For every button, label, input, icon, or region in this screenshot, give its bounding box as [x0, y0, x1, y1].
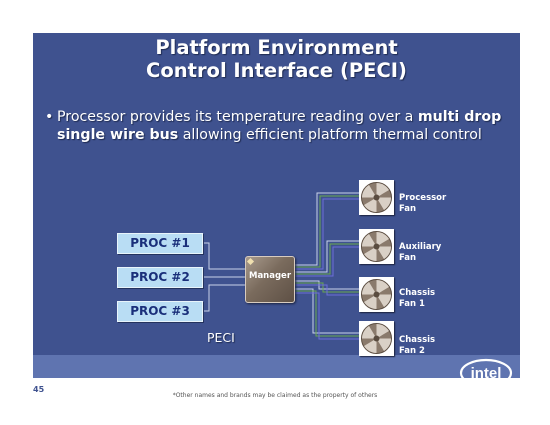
footnote: *Other names and brands may be claimed a…: [172, 392, 378, 399]
bus-label: PECI: [207, 330, 235, 345]
fan2-wire-blue: [293, 246, 359, 277]
fan-label-line-2: Fan 2: [399, 346, 425, 356]
bullet-point: •Processor provides its temperature read…: [45, 109, 507, 144]
manager-label: Manager: [248, 271, 292, 281]
fan-icon: [359, 321, 394, 356]
fan-label-auxiliary: Auxiliary Fan: [399, 242, 441, 264]
logo-text: intel: [471, 365, 502, 378]
fan1-wire-blue: [293, 198, 359, 270]
fan2-wire-white: [293, 240, 359, 273]
fan4-wire-white: [293, 288, 359, 334]
fan-label-line-2: Fan 1: [399, 299, 425, 309]
bullet-text-bold: multi drop single wire bus: [57, 109, 502, 143]
fan2-wire-green: [293, 243, 359, 275]
title-line-2: Control Interface (PECI): [146, 59, 407, 82]
bullet-marker: •: [45, 109, 54, 125]
bullet-text-after: allowing efficient platform thermal cont…: [178, 126, 482, 143]
proc-box-3: PROC #3: [117, 301, 203, 322]
fan-label-processor: Processor Fan: [399, 193, 446, 215]
proc-box-2: PROC #2: [117, 267, 203, 288]
manager-chip: Manager: [245, 256, 295, 303]
page-number: 45: [33, 385, 45, 394]
fan4-wire-green: [293, 290, 359, 337]
fan-label-chassis-2: Chassis Fan 2: [399, 335, 435, 357]
bullet-text-before: Processor provides its temperature readi…: [57, 109, 418, 125]
fan-label-line-2: Fan: [399, 253, 417, 263]
fan-icon: [359, 180, 394, 215]
footer-band: [33, 355, 520, 378]
fan4-wire-blue: [293, 292, 359, 340]
proc3-wire: [202, 284, 245, 312]
fan3-wire-blue: [293, 284, 359, 296]
fan-label-line-1: Chassis: [399, 335, 436, 345]
fan-label-line-2: Fan: [399, 204, 417, 214]
fan1-wire-white: [293, 192, 359, 266]
fan1-wire-green: [293, 195, 359, 268]
title-line-1: Platform Environment: [155, 36, 398, 59]
fan-label-line-1: Chassis: [399, 288, 436, 298]
slide: Platform Environment Control Interface (…: [33, 33, 520, 378]
proc-box-1: PROC #1: [117, 233, 203, 254]
fan-icon: [359, 277, 394, 312]
intel-logo: intel: [458, 356, 514, 378]
proc-bus-wires: [202, 242, 245, 312]
fan-label-chassis-1: Chassis Fan 1: [399, 288, 435, 310]
wiring-diagram: [202, 192, 359, 340]
proc1-wire: [202, 242, 245, 270]
fan-label-line-1: Processor: [399, 193, 447, 203]
slide-title: Platform Environment Control Interface (…: [33, 36, 520, 82]
fan-label-line-1: Auxiliary: [399, 242, 442, 252]
fan-wires: [293, 192, 359, 340]
fan3-wire-green: [293, 282, 359, 293]
chip-notch: [246, 257, 255, 266]
fan-icon: [359, 229, 394, 264]
